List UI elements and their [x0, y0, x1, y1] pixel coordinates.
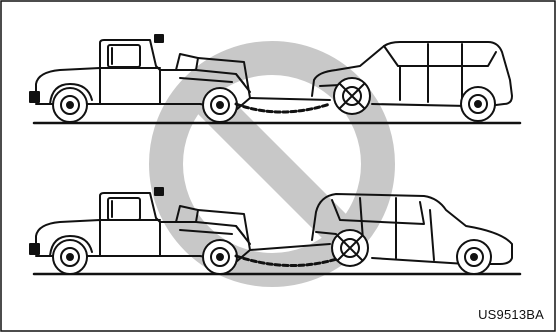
- towed-vehicle: [312, 194, 512, 274]
- figure-code-label: US9513BA: [478, 307, 544, 322]
- towed-vehicle: [312, 42, 512, 121]
- tow-truck: [30, 188, 250, 274]
- tow-chain: [236, 104, 330, 112]
